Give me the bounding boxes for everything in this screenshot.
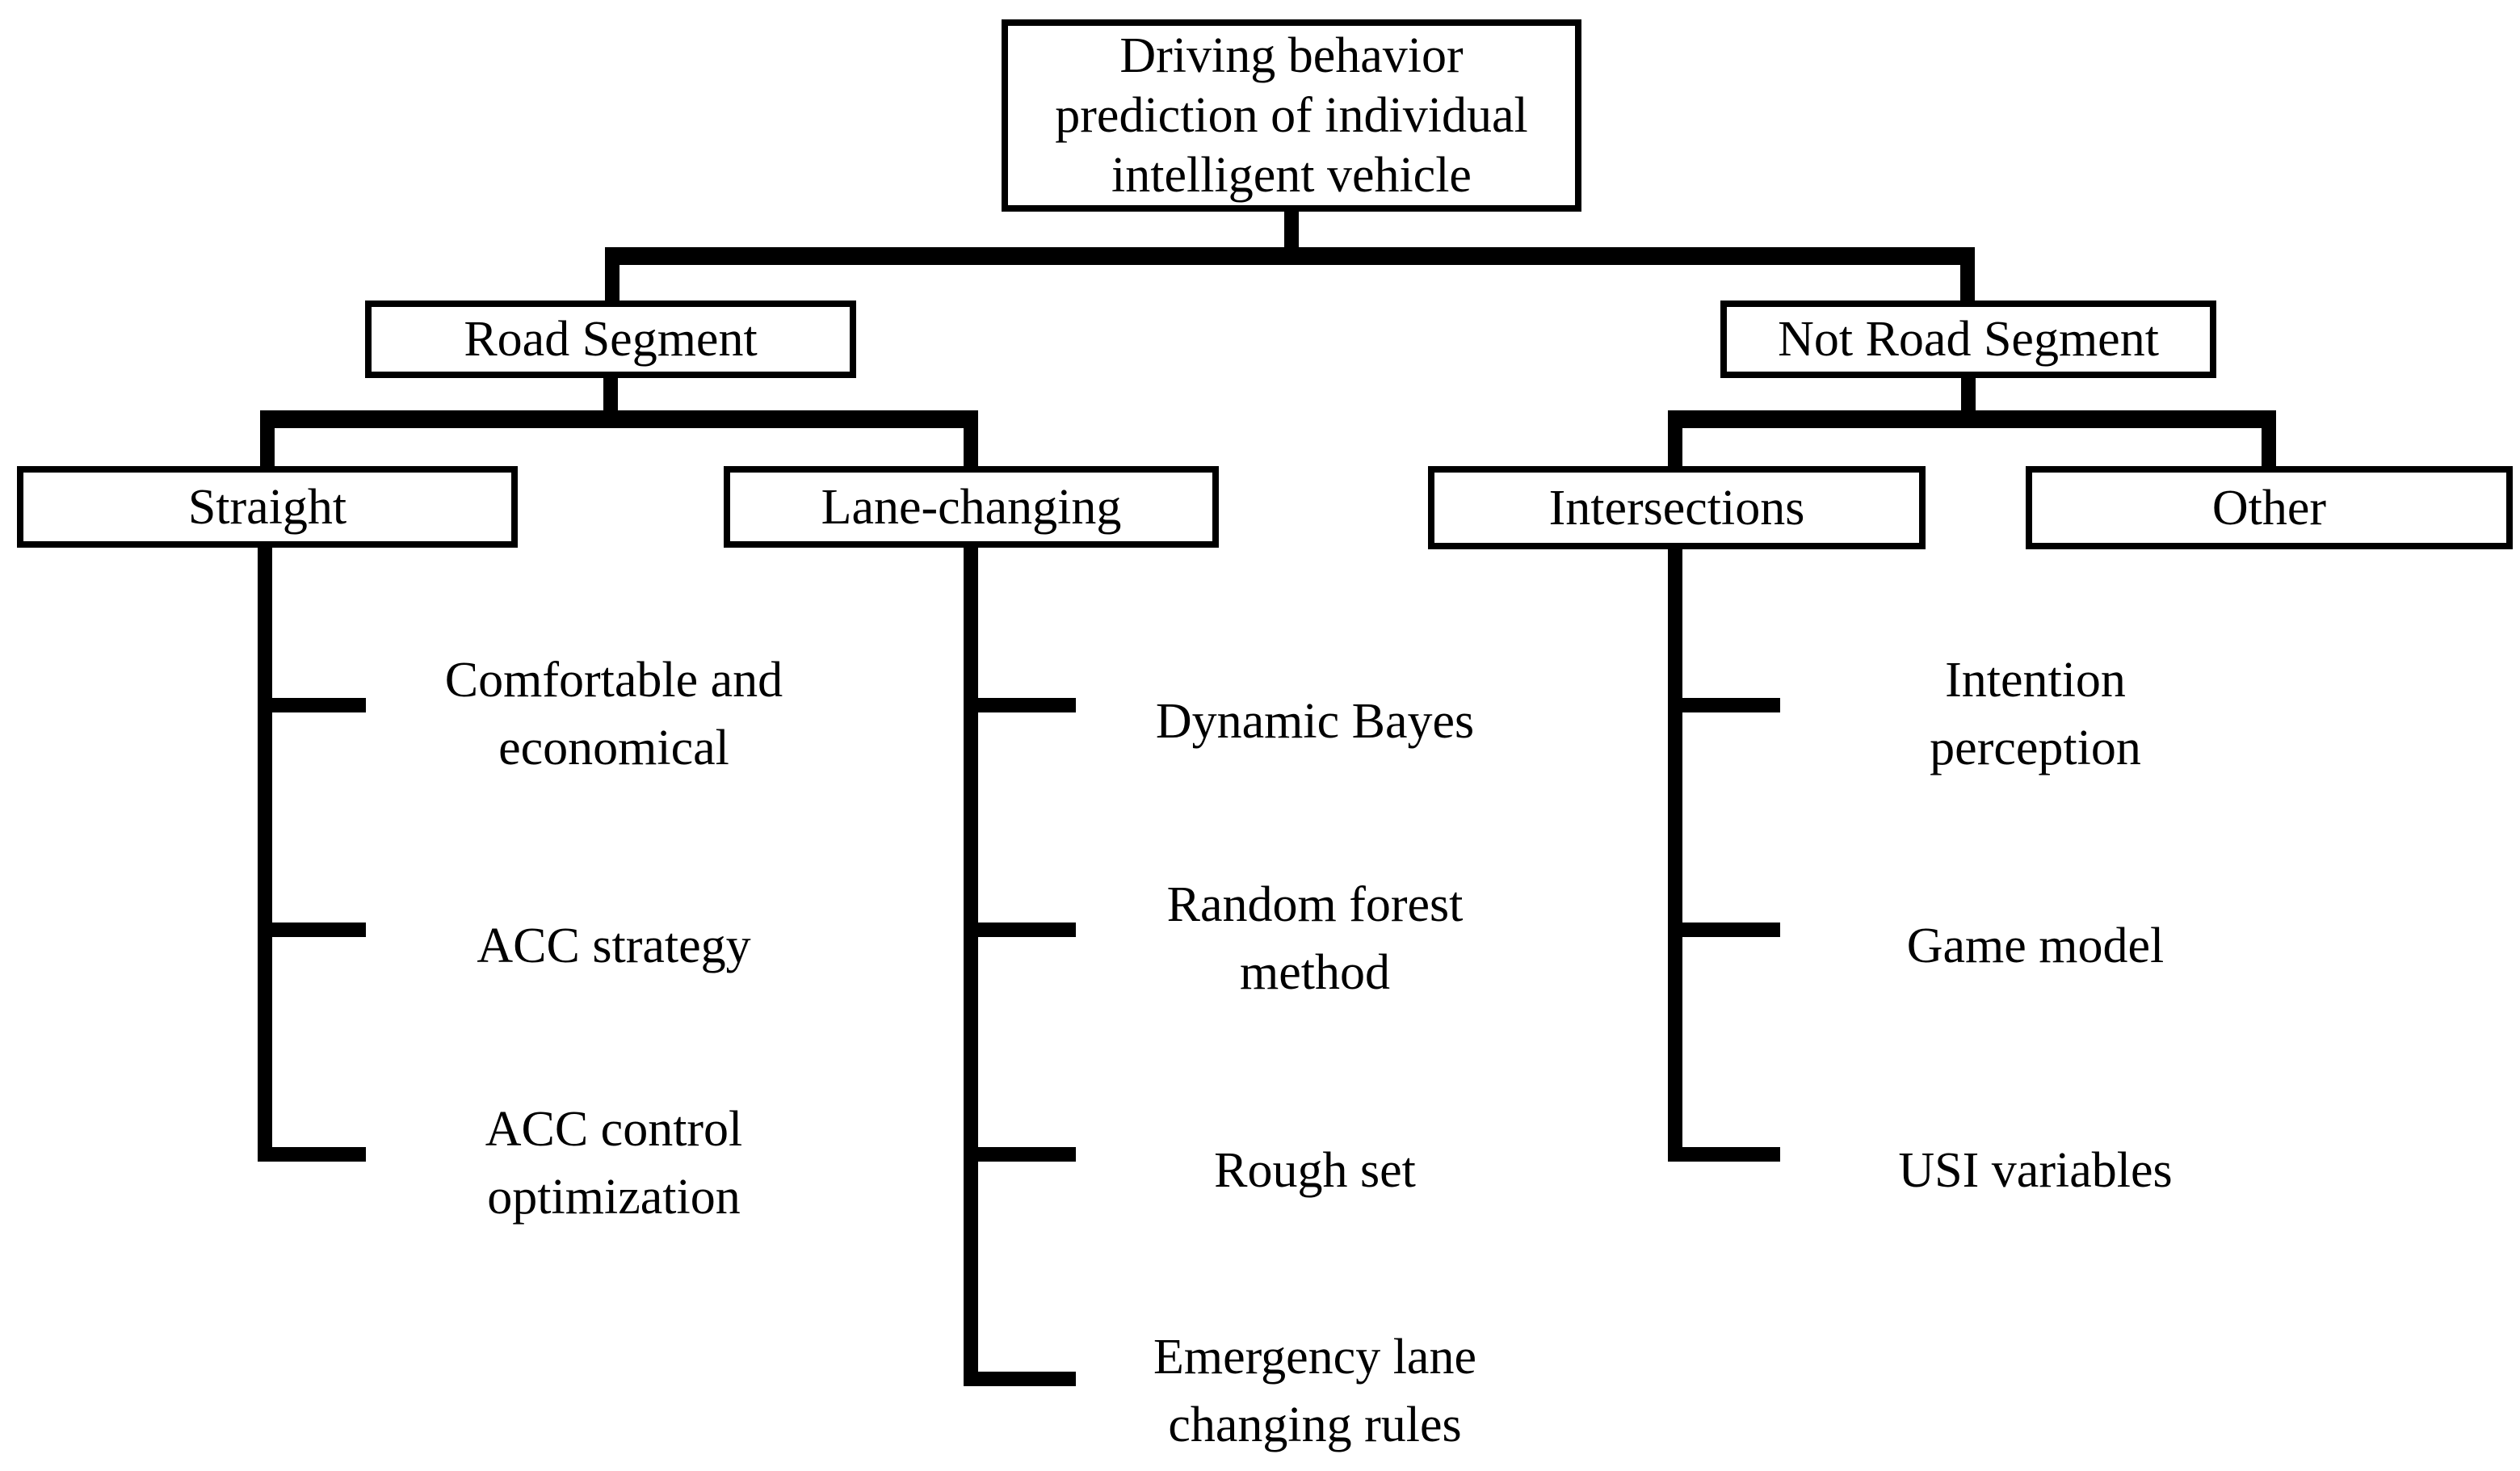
node-root-line3: intelligent vehicle [1111, 148, 1472, 203]
leaf-acc-control-optimization: ACC control optimization [388, 1095, 840, 1231]
node-not-road-segment-label: Not Road Segment [1778, 312, 2159, 367]
connector-root-stem [1284, 212, 1299, 252]
leaf-line: optimization [487, 1170, 741, 1225]
leaf-line: Emergency lane [1153, 1330, 1476, 1385]
leaf-line: method [1240, 945, 1390, 1000]
connector-stub-not-road-segment [1960, 257, 1975, 304]
spine-intersections [1668, 546, 1682, 1162]
tick-straight-2 [258, 923, 366, 937]
spine-straight [258, 544, 272, 1162]
node-other-label: Other [2211, 480, 2327, 536]
leaf-line: Dynamic Bayes [1155, 694, 1475, 749]
tick-lane-changing-4 [964, 1372, 1076, 1386]
leaf-line: Intention [1945, 653, 2126, 708]
tick-lane-changing-2 [964, 923, 1076, 937]
leaf-line: Rough set [1214, 1143, 1416, 1198]
tick-straight-1 [258, 698, 366, 712]
leaf-comfortable-and-economical: Comfortable and economical [388, 646, 840, 782]
node-other: Other [2026, 466, 2513, 549]
connector-stub-other [2262, 423, 2276, 469]
tick-lane-changing-3 [964, 1147, 1076, 1162]
leaf-acc-strategy: ACC strategy [388, 912, 840, 980]
connector-stub-road-segment [605, 257, 620, 304]
connector-road-segment-stem [603, 375, 618, 414]
connector-not-road-segment-stem [1961, 375, 1976, 414]
tick-straight-3 [258, 1147, 366, 1162]
node-lane-changing-label: Lane-changing [821, 479, 1122, 535]
node-not-road-segment: Not Road Segment [1720, 301, 2216, 378]
connector-level2-bar-left [260, 410, 978, 428]
leaf-line: Comfortable and [444, 653, 783, 708]
node-root-line2: prediction of individual [1055, 88, 1528, 143]
leaf-line: perception [1930, 721, 2141, 775]
leaf-line: ACC strategy [477, 918, 751, 973]
leaf-line: Random forest [1166, 877, 1464, 932]
connector-level2-bar-right [1668, 410, 2276, 428]
node-road-segment: Road Segment [365, 301, 856, 378]
tick-intersections-1 [1668, 698, 1780, 712]
spine-lane-changing [964, 544, 978, 1386]
node-road-segment-label: Road Segment [464, 312, 758, 367]
leaf-rough-set: Rough set [1089, 1137, 1541, 1204]
leaf-line: changing rules [1168, 1397, 1462, 1452]
node-intersections-label: Intersections [1548, 480, 1805, 536]
node-straight-label: Straight [187, 479, 347, 535]
node-root: Driving behavior prediction of individua… [1002, 19, 1581, 212]
connector-level1-bar [605, 247, 1975, 265]
node-root-line1: Driving behavior [1119, 28, 1464, 83]
leaf-line: economical [498, 721, 729, 775]
leaf-intention-perception: Intention perception [1809, 646, 2262, 782]
leaf-emergency-lane-changing-rules: Emergency lane changing rules [1089, 1323, 1541, 1459]
connector-stub-straight [260, 423, 275, 469]
leaf-line: Game model [1906, 918, 2165, 973]
leaf-line: ACC control [485, 1102, 743, 1157]
leaf-random-forest-method: Random forest method [1089, 871, 1541, 1007]
leaf-usi-variables: USI variables [1809, 1137, 2262, 1204]
connector-stub-intersections [1668, 423, 1682, 469]
tick-intersections-3 [1668, 1147, 1780, 1162]
leaf-line: USI variables [1898, 1143, 2173, 1198]
connector-stub-lane-changing [964, 423, 978, 469]
tick-lane-changing-1 [964, 698, 1076, 712]
node-intersections: Intersections [1428, 466, 1926, 549]
tick-intersections-2 [1668, 923, 1780, 937]
node-lane-changing: Lane-changing [724, 466, 1219, 548]
leaf-game-model: Game model [1809, 912, 2262, 980]
leaf-dynamic-bayes: Dynamic Bayes [1089, 687, 1541, 755]
node-straight: Straight [17, 466, 518, 548]
